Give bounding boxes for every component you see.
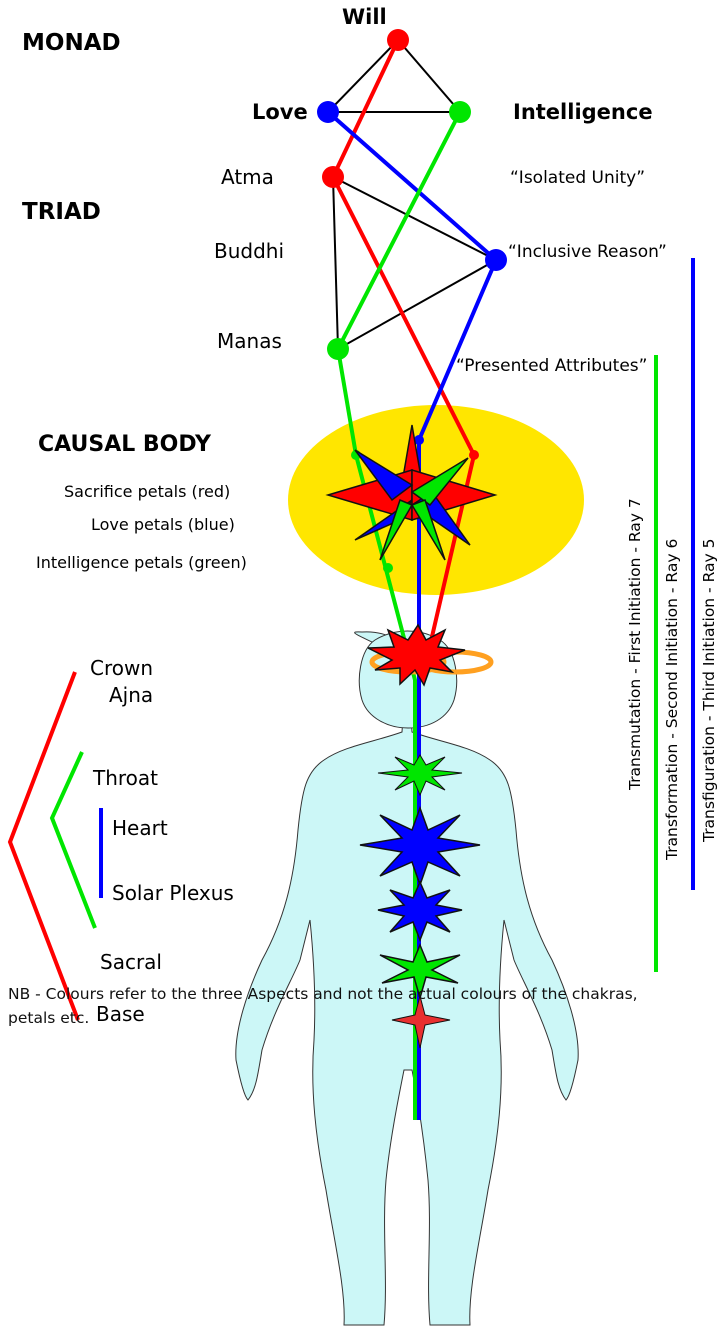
inclusive-reason-label: “Inclusive Reason” xyxy=(508,242,667,262)
sacral-label: Sacral xyxy=(100,950,162,974)
atma-label: Atma xyxy=(221,165,274,189)
third-initiation-label: Transfiguration - Third Initiation - Ray… xyxy=(700,539,718,843)
second-initiation-label: Transformation - Second Initiation - Ray… xyxy=(663,539,681,861)
crown-label: Crown xyxy=(90,656,153,680)
intelligence-chakra-bracket xyxy=(52,752,95,928)
solar-plexus-label: Solar Plexus xyxy=(112,881,234,905)
throat-label: Throat xyxy=(92,766,158,790)
atma-node xyxy=(322,166,344,188)
causal-body-heading: CAUSAL BODY xyxy=(38,432,212,457)
love-label: Love xyxy=(252,100,308,124)
love-petals-label: Love petals (blue) xyxy=(91,515,235,534)
isolated-unity-label: “Isolated Unity” xyxy=(510,168,645,188)
manas-label: Manas xyxy=(217,329,282,353)
presented-attributes-label: “Presented Attributes” xyxy=(456,356,647,376)
will-node xyxy=(387,29,409,51)
love-node xyxy=(317,101,339,123)
solar-plexus-chakra-star xyxy=(378,882,462,940)
manas-node xyxy=(327,338,349,360)
sacrifice-petals-label: Sacrifice petals (red) xyxy=(64,482,230,501)
ajna-label: Ajna xyxy=(109,683,153,707)
will-chakra-bracket xyxy=(10,672,78,1020)
intelligence-label: Intelligence xyxy=(513,100,653,124)
buddhi-label: Buddhi xyxy=(214,239,284,263)
causal-green-dot-lower xyxy=(383,563,393,573)
causal-red-dot xyxy=(469,450,479,460)
monad-heading: MONAD xyxy=(22,30,121,56)
colour-note: NB - Colours refer to the three Aspects … xyxy=(8,982,668,1030)
heart-label: Heart xyxy=(112,816,168,840)
intelligence-node xyxy=(449,101,471,123)
first-initiation-label: Transmutation - First Initiation - Ray 7 xyxy=(626,498,644,791)
triad-heading: TRIAD xyxy=(22,199,101,225)
will-label: Will xyxy=(342,5,387,29)
intelligence-petals-label: Intelligence petals (green) xyxy=(36,553,247,572)
buddhi-node xyxy=(485,249,507,271)
